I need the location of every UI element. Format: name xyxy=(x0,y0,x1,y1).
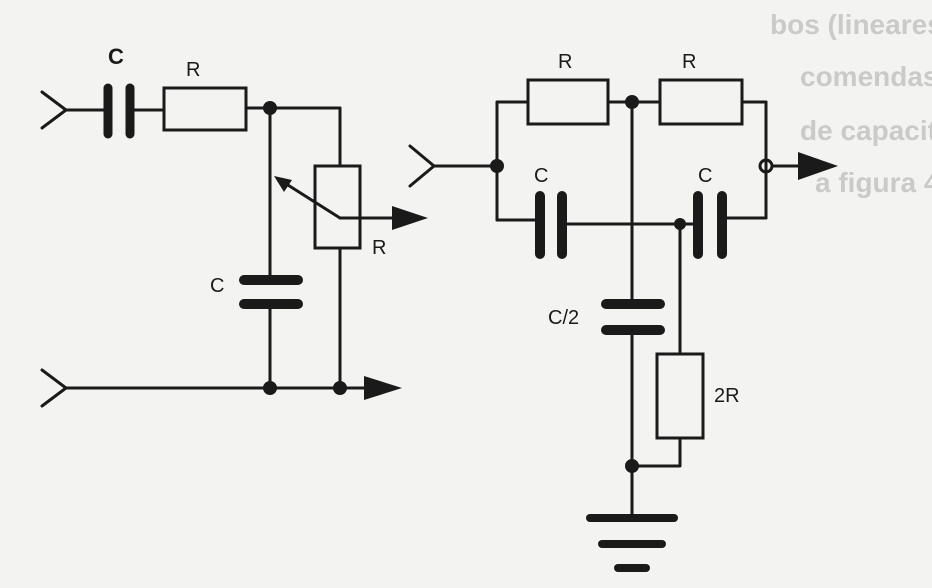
resistor-label: R xyxy=(186,59,200,81)
ground-icon xyxy=(586,514,678,572)
junction-dot xyxy=(333,381,347,395)
bleed-through-text: bos (lineares) pode ser feita de tal man… xyxy=(770,9,932,198)
left-potentiometer: R xyxy=(274,164,428,259)
left-ground-terminal-icon xyxy=(40,368,68,408)
bleed-line-4: a figura 4. xyxy=(815,167,932,198)
capacitor-label: C xyxy=(534,165,548,187)
junction-dot xyxy=(263,381,277,395)
left-circuit: C R C R xyxy=(40,44,428,408)
wire xyxy=(630,436,682,468)
bleed-line-2: comendas na imagem dift xyxy=(800,61,932,92)
left-input-terminal-icon xyxy=(40,90,68,130)
capacitor-label: C xyxy=(698,165,712,187)
capacitor-label: C/2 xyxy=(548,307,579,329)
capacitor-label: C xyxy=(210,275,224,297)
potentiometer-label: R xyxy=(372,237,386,259)
capacitor-label: C xyxy=(108,44,124,69)
resistor-label: R xyxy=(558,51,572,73)
bleed-line-3: de capacitores xyxy=(800,115,932,146)
ground-output-arrow-icon xyxy=(364,376,402,400)
variable-arrow-head-icon xyxy=(274,176,292,192)
right-circuit: R R C C xyxy=(408,51,838,572)
variable-arrow xyxy=(278,178,342,220)
left-series-resistor: R xyxy=(162,59,248,132)
right-capacitor-2: C xyxy=(693,165,727,259)
right-half-capacitor: C/2 xyxy=(548,299,665,335)
right-resistor-2: R xyxy=(658,51,744,126)
wiper-output-arrow-icon xyxy=(392,206,428,230)
right-resistor-1: R xyxy=(526,51,610,126)
right-capacitor-1: C xyxy=(534,165,567,259)
resistor-label: R xyxy=(682,51,696,73)
resistor-label: 2R xyxy=(714,385,740,407)
right-input-terminal-icon xyxy=(408,144,436,188)
left-input-capacitor: C xyxy=(103,44,135,139)
left-shunt-capacitor: C xyxy=(210,275,303,309)
bleed-line-1: bos (lineares) pode ser feita de tal man… xyxy=(770,9,932,40)
right-output-arrow-icon xyxy=(798,152,838,180)
right-double-resistor: 2R xyxy=(655,352,740,440)
